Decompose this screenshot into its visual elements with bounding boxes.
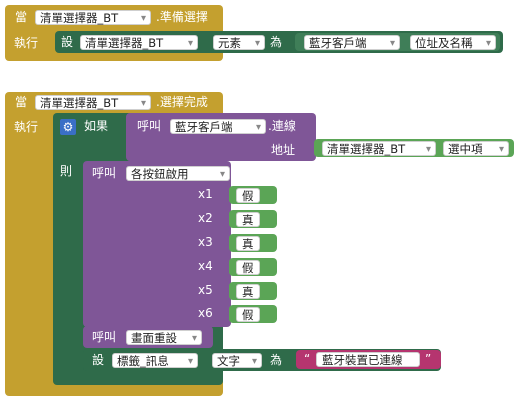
arg-label-x2: x2 (198, 211, 213, 225)
to-label-2: 為 (270, 353, 283, 367)
label-property-dropdown[interactable]: 文字 (212, 353, 262, 369)
event-component-dropdown-2[interactable]: 清單選擇器_BT (35, 95, 151, 111)
call-procedure-block[interactable] (83, 161, 231, 327)
connect-component-dropdown[interactable]: 藍牙客戶端 (170, 119, 266, 135)
bt-property-dropdown[interactable]: 位址及名稱 (410, 35, 496, 51)
arg-value-x6[interactable]: 假 (236, 307, 260, 322)
address-property-dropdown[interactable]: 選中項 (443, 141, 509, 157)
address-label: 地址 (271, 143, 296, 157)
when-label-2: 當 (15, 95, 28, 109)
arg-label-x4: x4 (198, 259, 213, 273)
arg-value-x1[interactable]: 假 (236, 188, 260, 203)
string-close-quote: ” (425, 352, 432, 366)
call-label: 呼叫 (137, 119, 162, 133)
arg-value-x5[interactable]: 真 (236, 284, 260, 299)
arg-label-x1: x1 (198, 187, 213, 201)
connect-method: .連線 (268, 119, 296, 133)
arg-label-x5: x5 (198, 283, 213, 297)
call-redraw-label: 呼叫 (92, 330, 117, 344)
do-label-2: 執行 (14, 120, 39, 134)
arg-label-x6: x6 (198, 306, 213, 320)
address-component-dropdown[interactable]: 清單選擇器_BT (322, 141, 436, 157)
event-component-dropdown[interactable]: 清單選擇器_BT (35, 10, 151, 26)
arg-value-x3[interactable]: 真 (236, 236, 260, 251)
redraw-name-dropdown[interactable]: 畫面重設 (126, 330, 202, 346)
arg-value-x4[interactable]: 假 (236, 260, 260, 275)
string-open-quote: “ (304, 352, 311, 366)
arg-label-x3: x3 (198, 235, 213, 249)
label-component-dropdown[interactable]: 標籤_訊息 (112, 353, 198, 369)
call-proc-label: 呼叫 (92, 166, 117, 180)
set-label-2: 設 (92, 353, 105, 367)
gear-icon[interactable]: ⚙ (60, 119, 76, 135)
event-name: .準備選擇 (156, 10, 208, 24)
procedure-name-dropdown[interactable]: 各按鈕啟用 (126, 166, 230, 182)
set-component-dropdown[interactable]: 清單選擇器_BT (80, 35, 198, 51)
string-value[interactable]: 藍牙裝置已連線 (316, 352, 420, 367)
if-label: 如果 (84, 119, 109, 133)
then-label: 則 (60, 164, 73, 178)
bt-component-dropdown[interactable]: 藍牙客戶端 (304, 35, 400, 51)
set-label: 設 (61, 35, 74, 49)
set-property-dropdown[interactable]: 元素 (213, 35, 265, 51)
event-name-2: .選擇完成 (156, 95, 208, 109)
to-label: 為 (270, 35, 283, 49)
when-label: 當 (15, 10, 28, 24)
do-label: 執行 (14, 36, 39, 50)
arg-value-x2[interactable]: 真 (236, 212, 260, 227)
